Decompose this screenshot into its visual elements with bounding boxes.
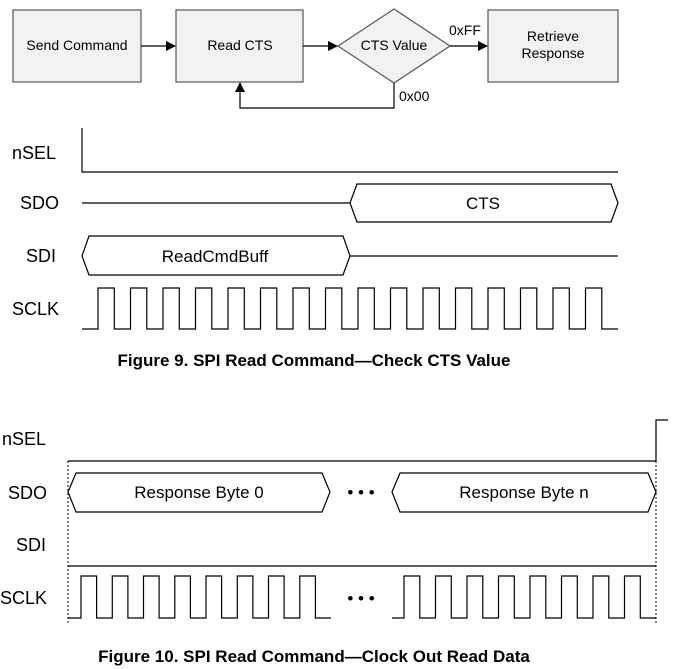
retrieve-label-line1: Retrieve	[527, 28, 579, 44]
fig10-sdo-byte0-bus	[67, 472, 331, 513]
read-cts-label: Read CTS	[207, 37, 272, 53]
fig10-sdo-ellipsis: • • •	[347, 483, 374, 502]
fig9-sdi-bus-label: ReadCmdBuff	[162, 247, 269, 266]
fig9-sclk-waveform	[82, 287, 618, 330]
fig9-sdo-bus-label: CTS	[466, 194, 500, 213]
label-0xff: 0xFF	[449, 22, 481, 38]
retrieve-response-box	[487, 9, 619, 83]
fig10-sdo-byten-label: Response Byte n	[459, 483, 588, 502]
fig10-sclk-label: SCLK	[0, 588, 47, 608]
figure-9-timing: nSEL SDO CTS SDI ReadCmdBuff SCLK Figure…	[12, 128, 619, 370]
fig10-sclk-waveform-first	[68, 575, 331, 619]
label-0x00: 0x00	[399, 88, 430, 104]
fig10-sdo-byten-bus	[391, 472, 657, 513]
fig9-sclk-label: SCLK	[12, 299, 59, 319]
fig9-sdo-cts-bus	[349, 183, 619, 223]
send-command-box	[12, 9, 142, 83]
fig10-sclk-ellipsis: • • •	[347, 589, 374, 608]
flowchart: Send Command Read CTS CTS Value 0xFF Ret…	[12, 8, 619, 109]
fig10-caption: Figure 10. SPI Read Command—Clock Out Re…	[98, 647, 530, 666]
loop-back-arrow	[235, 82, 395, 109]
fig9-nsel-waveform	[81, 128, 618, 173]
fig10-sdo-label: SDO	[8, 483, 47, 503]
fig10-sclk-waveform-last	[392, 575, 656, 619]
fig9-sdi-label: SDI	[26, 246, 56, 266]
fig9-nsel-label: nSEL	[12, 143, 56, 163]
fig10-nsel-waveform	[68, 419, 668, 462]
fig10-nsel-label: nSEL	[2, 429, 46, 449]
send-command-label: Send Command	[26, 37, 127, 53]
retrieve-label-line2: Response	[521, 45, 584, 61]
fig9-caption: Figure 9. SPI Read Command—Check CTS Val…	[118, 351, 511, 370]
fig10-sdi-label: SDI	[16, 535, 46, 555]
fig10-sdo-byte0-label: Response Byte 0	[134, 483, 263, 502]
fig9-sdo-label: SDO	[20, 193, 59, 213]
figure-10-timing: nSEL SDO Response Byte 0 • • • Response …	[0, 419, 668, 666]
read-cts-box	[175, 9, 304, 83]
cts-value-label: CTS Value	[361, 37, 428, 53]
